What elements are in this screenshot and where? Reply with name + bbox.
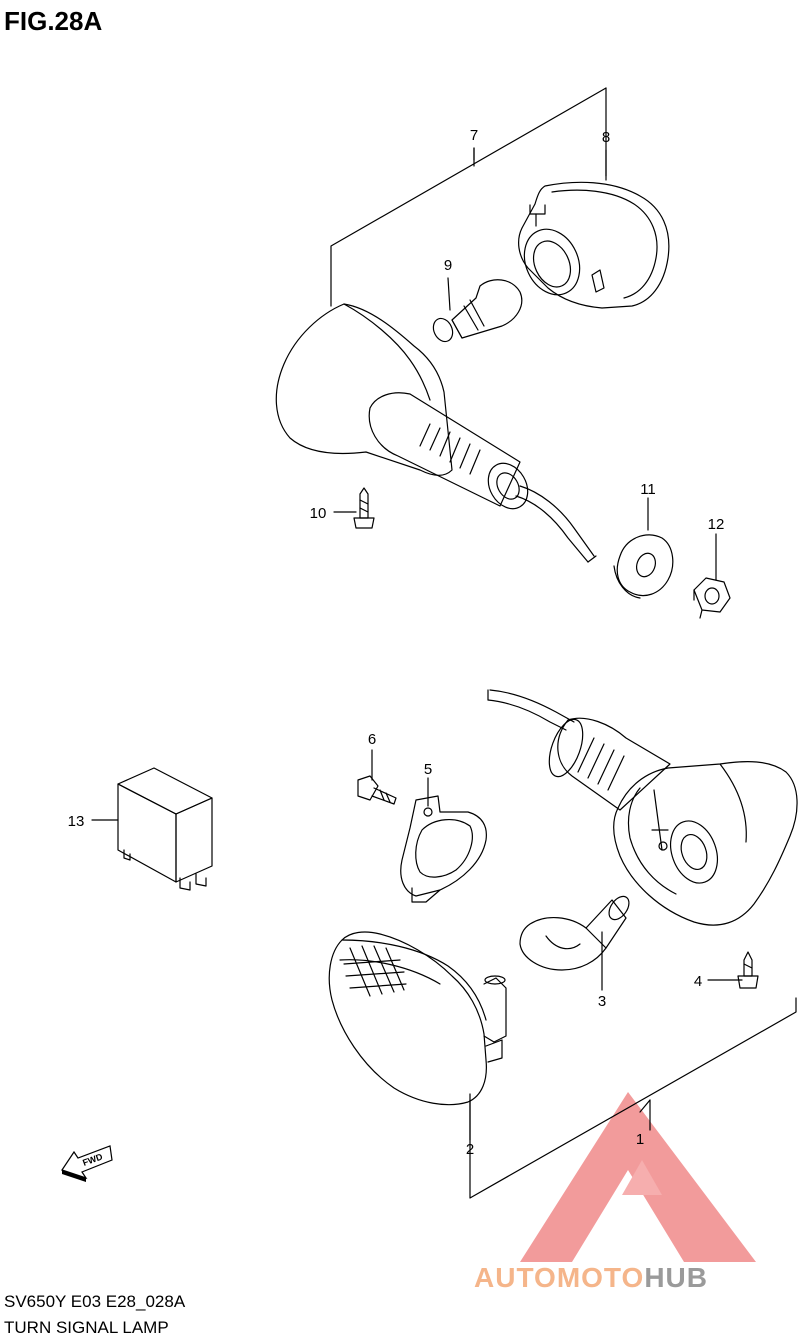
callout-1: 1 xyxy=(636,1131,644,1148)
part-2-lens-lower xyxy=(328,931,507,1106)
part-9-bulb-upper xyxy=(432,279,523,343)
part-12-nut xyxy=(693,577,731,619)
part-10-screw-upper xyxy=(353,487,375,529)
fwd-direction-marker: FWD xyxy=(61,1145,113,1182)
part-6-screw-lower xyxy=(357,775,397,805)
watermark-text: AUTOMOTOHUB xyxy=(474,1262,708,1294)
wire-lower xyxy=(487,689,575,731)
callout-13: 13 xyxy=(68,813,85,830)
model-code-caption: SV650Y E03 E28_028A xyxy=(4,1292,186,1311)
leader-lines xyxy=(91,147,743,1141)
callout-10: 10 xyxy=(310,505,327,522)
part-1-housing-lower xyxy=(548,717,798,926)
part-11-grommet xyxy=(613,534,674,599)
part-4-screw-lower xyxy=(737,951,759,989)
wire-upper xyxy=(515,485,597,563)
callout-8: 8 xyxy=(602,129,610,146)
callout-4: 4 xyxy=(694,973,702,990)
part-3-bulb-lower xyxy=(519,895,630,971)
part-7-housing-upper xyxy=(275,303,529,510)
watermark-part2: HUB xyxy=(644,1262,708,1293)
callout-12: 12 xyxy=(708,516,725,533)
callout-labels: 7 8 9 10 11 12 6 5 13 3 4 2 1 xyxy=(68,127,725,1158)
assembly-bracket-lower xyxy=(469,997,797,1199)
part-8-lens-upper xyxy=(518,181,670,309)
part-group-caption: TURN SIGNAL LAMP xyxy=(4,1318,169,1337)
callout-6: 6 xyxy=(368,731,376,748)
callout-3: 3 xyxy=(598,993,606,1010)
watermark-part1: AUTOMOTO xyxy=(474,1262,645,1293)
callout-5: 5 xyxy=(424,761,432,778)
callout-11: 11 xyxy=(640,481,656,498)
part-5-gasket xyxy=(400,795,487,903)
part-13-relay xyxy=(117,767,213,891)
figure-title: FIG.28A xyxy=(4,6,103,36)
callout-7: 7 xyxy=(470,127,478,144)
callout-2: 2 xyxy=(466,1141,474,1158)
watermark-logo xyxy=(520,1092,756,1262)
callout-9: 9 xyxy=(444,257,452,274)
assembly-bracket-upper xyxy=(330,87,607,307)
